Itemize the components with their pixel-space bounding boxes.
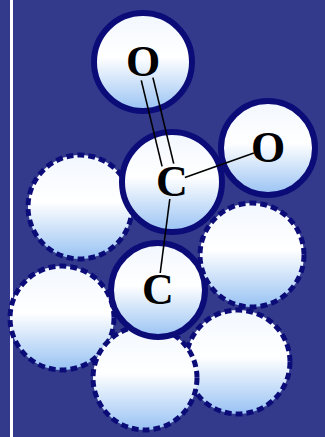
dashed-atom xyxy=(93,326,197,430)
bond-line xyxy=(160,199,170,273)
atom-circle: C xyxy=(119,129,225,235)
atom-symbol: O xyxy=(126,40,160,84)
dashed-atom xyxy=(186,310,290,414)
divider-line xyxy=(10,0,13,437)
atom-symbol: O xyxy=(251,126,285,170)
dashed-atom xyxy=(200,203,304,307)
bond-line xyxy=(141,78,173,167)
atom-circle: O xyxy=(218,98,318,198)
dashed-atom xyxy=(28,155,132,259)
atom-symbol: C xyxy=(156,160,188,204)
atom-circle: C xyxy=(108,240,208,340)
bond-line xyxy=(185,153,254,177)
atom-symbol: C xyxy=(142,268,174,312)
atom-circle: O xyxy=(91,10,195,114)
